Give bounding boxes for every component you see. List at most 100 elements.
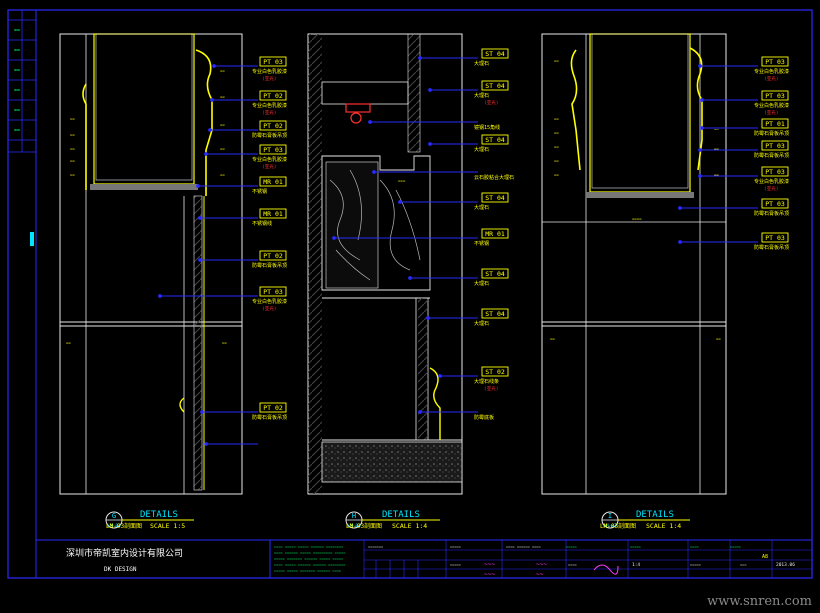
callout-code: PT 02 <box>263 92 283 100</box>
svg-text:==: == <box>716 336 721 341</box>
callout-desc: 不锈钢线 <box>252 220 272 227</box>
callout-code: PT 03 <box>263 146 283 154</box>
callout-tag: ST 04 大理石 <box>474 268 509 287</box>
callout-code: PT 03 <box>765 200 785 208</box>
callout-desc: 不锈钢 <box>252 188 267 195</box>
callout-note: (亚光) <box>484 385 498 392</box>
callout-desc: 防霉石膏板吊顶 <box>754 244 789 251</box>
svg-text:~~: ~~ <box>536 571 544 578</box>
detail-h-ref: LM-03剖面图 <box>346 522 382 530</box>
callout-note: (亚光) <box>764 185 778 192</box>
callout-note: (亚光) <box>262 75 276 82</box>
callout-code: ST 04 <box>485 270 505 278</box>
callout-note: (亚光) <box>262 305 276 312</box>
callout-code: MR 01 <box>263 178 283 186</box>
detail-h-sheet: LM-03 <box>347 523 361 529</box>
svg-text:==== ===== ===== ====== ======: ==== ===== ===== ====== ======== <box>274 545 344 549</box>
callout-desc: 防霉石膏板吊顶 <box>252 262 287 269</box>
callout-tag: PT 02 防霉石膏板吊顶 <box>252 250 287 269</box>
callout-note: (亚光) <box>484 99 498 106</box>
svg-text:==: == <box>554 158 559 163</box>
detail-g-scale: SCALE 1:5 <box>150 522 185 530</box>
svg-text:==: == <box>554 144 559 149</box>
callout-tag: PT 02 专业白色乳胶漆(亚光) <box>252 90 287 116</box>
callout-code: PT 03 <box>765 142 785 150</box>
svg-text:==: == <box>554 172 559 177</box>
detail-g-id: G <box>112 512 116 520</box>
callout-code: PT 03 <box>263 58 283 66</box>
callout-desc: 防霉石膏板吊顶 <box>252 414 287 421</box>
detail-i-leaders <box>678 64 758 244</box>
callout-desc: 大理石线条 <box>474 378 499 385</box>
svg-text:==== ====== ====: ==== ====== ==== <box>506 545 541 549</box>
callout-desc: 专业白色乳胶漆 <box>754 68 789 75</box>
svg-text:==: == <box>14 28 20 34</box>
sheet-border <box>7 9 813 579</box>
svg-text:==: == <box>14 128 20 134</box>
callout-desc: 不锈钢 <box>474 240 489 247</box>
callout-code: MR 01 <box>263 210 283 218</box>
callout-tag: PT 03 专业白色乳胶漆(亚光) <box>252 56 287 82</box>
svg-text:==: == <box>70 146 75 151</box>
callout-tag: PT 03 防霉石膏板吊顶 <box>754 140 789 159</box>
detail-title-i: I LM-03 DETAILS LM-03剖面图 SCALE 1:4 <box>600 510 690 530</box>
callout-desc: 专业白色乳胶漆 <box>754 178 789 185</box>
detail-title-g: G LM-03 DETAILS LM-03剖面图 SCALE 1:5 <box>105 510 194 530</box>
callout-code: PT 03 <box>263 288 283 296</box>
callout-desc: 大理石 <box>474 280 489 287</box>
callout-code: PT 03 <box>765 168 785 176</box>
detail-g-sheet: LM-03 <box>107 523 121 529</box>
callout-code: PT 02 <box>263 252 283 260</box>
svg-text:==: == <box>66 340 71 345</box>
callout-desc: 专业白色乳胶漆 <box>754 102 789 109</box>
svg-text:==: == <box>70 132 75 137</box>
detail-g-ref: LM-03剖面图 <box>106 522 142 530</box>
svg-text:===: === <box>740 563 747 567</box>
brand-name: DK DESIGN <box>104 566 137 573</box>
callout-tag: MR 01 不锈钢 <box>474 228 509 247</box>
callout-note: (亚光) <box>262 109 276 116</box>
callout-desc: 专业白色乳胶漆 <box>252 68 287 75</box>
svg-text:=====: ===== <box>450 545 462 549</box>
callout-desc: 防霉石膏板吊顶 <box>754 152 789 159</box>
svg-text:~~~: ~~~ <box>484 571 495 578</box>
svg-text:=====: ===== <box>566 545 578 549</box>
detail-i-id: I <box>608 512 612 520</box>
callout-desc: 防霉底板 <box>474 414 494 421</box>
block-scale: 1:4 <box>632 562 640 568</box>
detail-i-title: DETAILS <box>636 510 674 520</box>
svg-text:==: == <box>70 158 75 163</box>
detail-i-ref: LM-03剖面图 <box>600 522 636 530</box>
left-margin-ticks <box>8 10 36 153</box>
callout-code: ST 04 <box>485 310 505 318</box>
svg-text:==: == <box>220 146 225 151</box>
block-date: 2013.06 <box>776 562 795 568</box>
detail-h-drawing: === <box>307 33 463 495</box>
callout-code: PT 03 <box>765 92 785 100</box>
callout-tag: PT 03 专业白色乳胶漆(亚光) <box>754 166 789 192</box>
svg-text:~~~: ~~~ <box>484 561 495 568</box>
callout-code: ST 04 <box>485 136 505 144</box>
svg-text:~~~: ~~~ <box>536 561 547 568</box>
left-margin-marker <box>30 232 34 246</box>
callout-note: (亚光) <box>262 163 276 170</box>
callout-code: MR 01 <box>485 230 505 238</box>
callout-desc: 镜钢15角线 <box>474 124 500 131</box>
svg-text:==: == <box>14 88 20 94</box>
detail-g-drawing: ====== ==== ====== ==== ==== <box>59 33 243 495</box>
watermark: www.snren.com <box>707 594 812 609</box>
callout-desc: 专业白色乳胶漆 <box>252 102 287 109</box>
detail-title-h: H LM-03 DETAILS LM-03剖面图 SCALE 1:4 <box>345 510 440 530</box>
title-block: ==== ===== ===== ====== ======== ==== ==… <box>36 539 812 578</box>
callout-code: ST 04 <box>485 50 505 58</box>
svg-text:==: == <box>220 122 225 127</box>
callout-tag: MR 01 不锈钢线 <box>252 208 287 227</box>
